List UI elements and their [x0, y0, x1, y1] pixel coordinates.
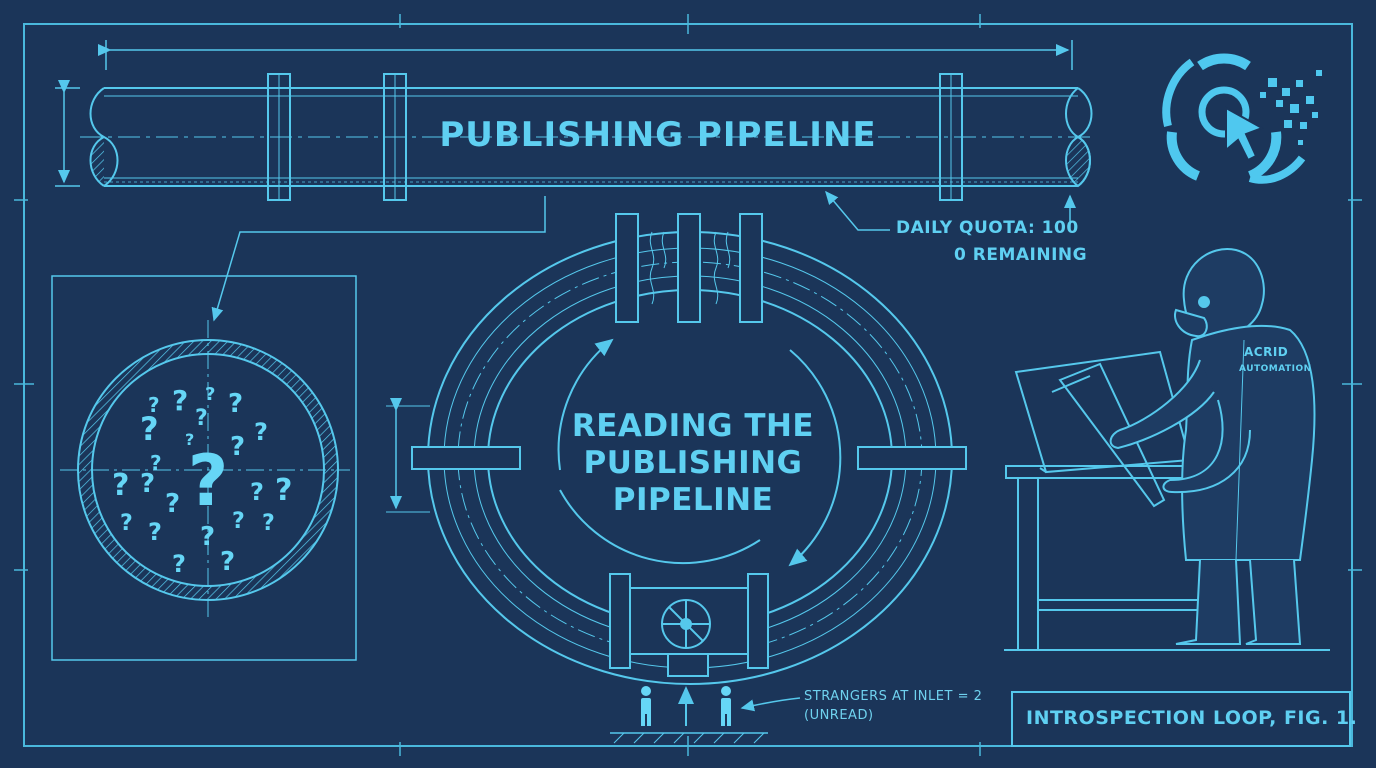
svg-text:?: ? — [140, 410, 159, 448]
svg-text:?: ? — [232, 509, 245, 534]
svg-text:?: ? — [275, 473, 292, 508]
coat-badge-line1: ACRID — [1244, 345, 1289, 359]
strangers-label: STRANGERS AT INLET = 2 — [804, 689, 983, 704]
quota-leader — [825, 190, 1076, 231]
coat-badge-line2: AUTOMATION — [1239, 364, 1312, 374]
svg-text:?: ? — [205, 384, 215, 405]
pipeline-title: PUBLISHING PIPELINE — [439, 115, 877, 155]
gorilla-engineer-icon — [1109, 248, 1316, 645]
introspection-loop — [386, 213, 967, 685]
svg-text:?: ? — [228, 389, 243, 419]
biohazard-cursor-logo-icon — [1162, 53, 1306, 184]
svg-text:?: ? — [120, 511, 133, 536]
svg-text:?: ? — [140, 469, 155, 499]
svg-text:?: ? — [195, 406, 208, 431]
svg-text:?: ? — [112, 468, 129, 503]
quota-label: DAILY QUOTA: 100 — [896, 218, 1079, 238]
person-icon — [641, 686, 651, 726]
svg-text:?: ? — [188, 440, 229, 522]
svg-text:?: ? — [262, 511, 275, 536]
pixel-dissolve — [1260, 70, 1322, 145]
valve-wheel-icon — [661, 599, 711, 649]
question-marks-icon: ? ?? ?? ?? ?? ?? ?? ?? ?? ?? ?? ?? — [112, 384, 292, 578]
svg-text:?: ? — [220, 547, 235, 577]
caption-box — [1011, 691, 1351, 747]
loop-title: READING THE PUBLISHING PIPELINE — [571, 408, 815, 518]
publishing-pipe — [80, 73, 1096, 201]
svg-text:?: ? — [230, 432, 245, 462]
frame-ticks — [14, 14, 1362, 756]
svg-text:?: ? — [254, 418, 268, 446]
svg-text:?: ? — [185, 430, 194, 449]
svg-text:?: ? — [165, 489, 180, 519]
top-dimension — [55, 40, 1073, 187]
person-icon — [721, 686, 731, 726]
strangers-leader — [740, 697, 801, 712]
svg-text:?: ? — [148, 393, 160, 417]
svg-text:?: ? — [172, 550, 186, 578]
svg-text:?: ? — [200, 522, 215, 552]
unread-label: (UNREAD) — [804, 708, 874, 723]
svg-text:?: ? — [150, 451, 162, 475]
remaining-label: 0 REMAINING — [954, 245, 1088, 265]
svg-text:?: ? — [172, 384, 188, 417]
svg-text:?: ? — [250, 478, 264, 506]
question-detail — [51, 196, 546, 661]
svg-text:?: ? — [148, 518, 162, 546]
figure-caption: INTROSPECTION LOOP, FIG. 1. — [1026, 707, 1358, 729]
